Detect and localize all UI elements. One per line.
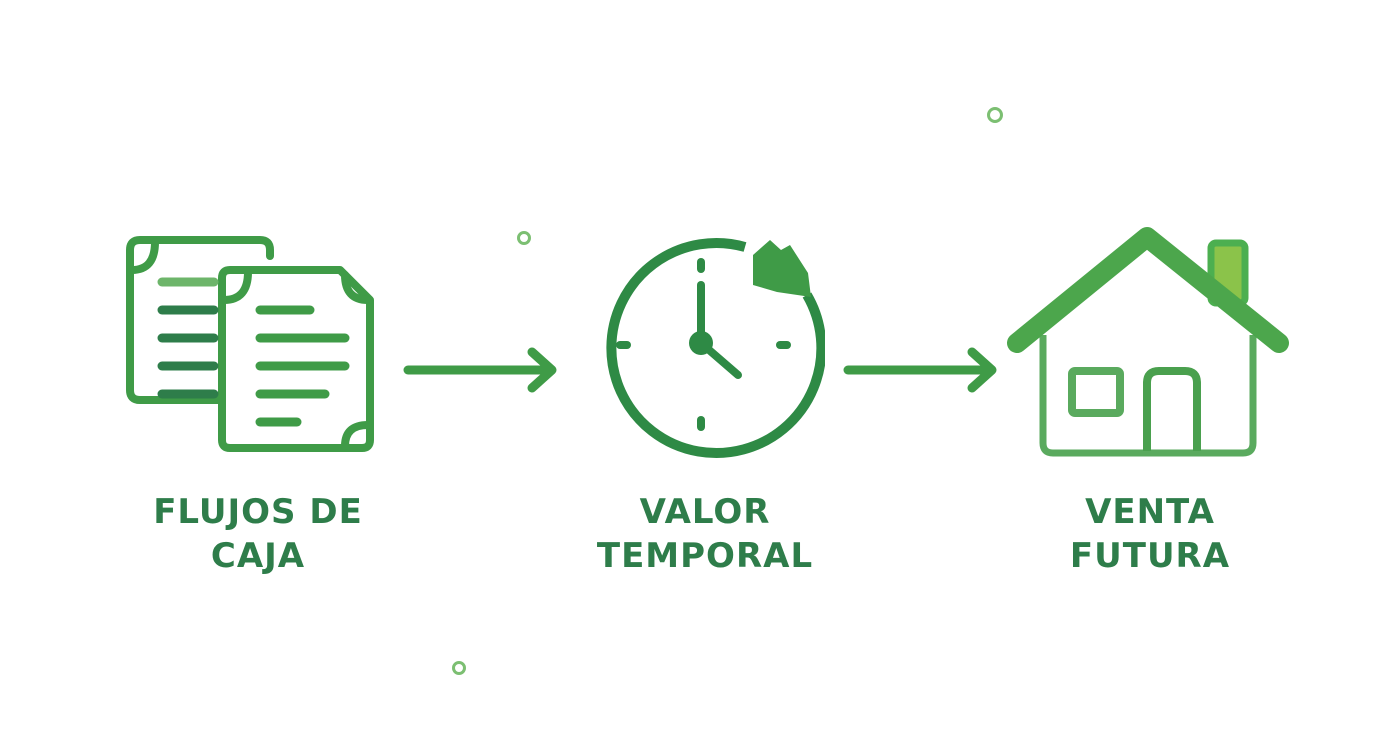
label-line: TEMPORAL [596, 536, 814, 576]
step-label-time-value: VALOR TEMPORAL [555, 490, 855, 578]
arrow-right-icon [403, 347, 557, 393]
label-line: FUTURA [1069, 536, 1231, 576]
decorative-dot [517, 231, 531, 245]
decorative-dot [452, 661, 466, 675]
label-line: CAJA [210, 536, 306, 576]
documents-icon [126, 236, 374, 452]
label-line: VALOR [639, 492, 771, 532]
label-line: FLUJOS DE [153, 492, 363, 532]
clock-icon [606, 238, 825, 459]
arrow-right-icon [843, 347, 997, 393]
step-label-cash-flows: FLUJOS DE CAJA [118, 490, 398, 578]
step-label-future-sale: VENTA FUTURA [1010, 490, 1290, 578]
decorative-dot [987, 107, 1003, 123]
label-line: VENTA [1085, 492, 1215, 532]
house-icon [1007, 227, 1289, 457]
